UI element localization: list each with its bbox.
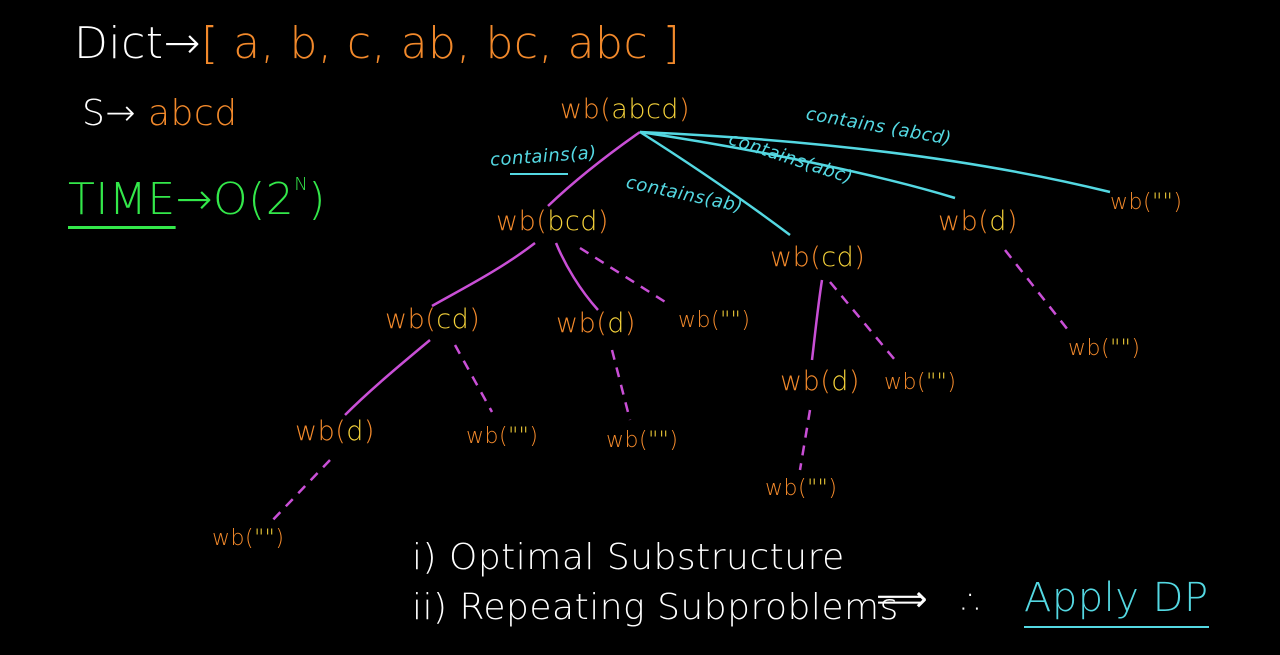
edge-dright-empty [1004, 249, 1069, 331]
edge-bcd-cdleft [431, 242, 536, 308]
node-fn: wb [780, 366, 821, 397]
node-fn: wb [1110, 190, 1143, 215]
time-complexity-base: O(2 [213, 174, 295, 225]
node-wb-empty-dcdright: wb("") [765, 476, 838, 501]
node-wb-empty-dleft: wb("") [212, 526, 285, 551]
dict-definition: Dict→[ a, b, c, ab, bc, abc ] [74, 22, 680, 66]
node-wb-empty-cdleft: wb("") [466, 424, 539, 449]
node-arg: "" [508, 424, 530, 449]
node-wb-cd-left: wb(cd) [385, 304, 481, 335]
therefore-symbol: ∴ [962, 582, 986, 623]
edge-root-empty [639, 130, 1111, 194]
property-optimal-substructure: i) Optimal Substructure [412, 537, 845, 578]
s-arrow: → [105, 93, 137, 134]
node-arg: abcd [611, 94, 679, 125]
node-arg: "" [1152, 190, 1174, 215]
edge-bcd-dmid [554, 242, 599, 311]
node-wb-bcd: wb(bcd) [496, 206, 609, 237]
node-arg: d [607, 308, 625, 339]
node-fn: wb [770, 242, 811, 273]
dict-arrow: → [163, 18, 201, 69]
edge-dmid-empty [610, 349, 632, 421]
node-wb-empty-dmid: wb("") [606, 428, 679, 453]
node-wb-d-left: wb(d) [295, 416, 375, 447]
time-complexity: TIME→O(2N) [68, 176, 326, 222]
edge-bcd-empty [579, 246, 671, 307]
node-wb-empty-root: wb("") [1110, 190, 1183, 215]
node-arg: "" [720, 308, 742, 333]
edge-dleft-empty [267, 459, 331, 526]
node-fn: wb [560, 94, 601, 125]
node-fn: wb [385, 304, 426, 335]
node-fn: wb [678, 308, 711, 333]
string-definition: S→ abcd [82, 96, 238, 132]
property-repeating-subproblems: ii) Repeating Subproblems [412, 587, 899, 628]
node-fn: wb [556, 308, 597, 339]
edge-root-cdright [639, 130, 791, 237]
node-fn: wb [496, 206, 537, 237]
node-wb-empty-cdright: wb("") [884, 370, 957, 395]
node-fn: wb [295, 416, 336, 447]
edge-root-bcd [547, 130, 641, 207]
node-arg: d [831, 366, 849, 397]
time-exponent: N [294, 174, 309, 195]
edge-root-dright [639, 130, 956, 200]
node-fn: wb [466, 424, 499, 449]
node-wb-abcd: wb(abcd) [560, 94, 690, 125]
edge-cdright-empty [829, 281, 896, 361]
node-wb-d-right: wb(d) [938, 206, 1018, 237]
edge-cdright-dcdright [810, 279, 824, 361]
s-label: S [82, 93, 106, 134]
node-wb-empty-bcd: wb("") [678, 308, 751, 333]
node-wb-cd-right: wb(cd) [770, 242, 866, 273]
time-close: ) [308, 174, 326, 225]
s-value: abcd [147, 93, 238, 134]
edge-cdleft-dleft [344, 339, 431, 416]
node-fn: wb [884, 370, 917, 395]
apply-dp-conclusion: Apply DP [1024, 578, 1209, 628]
node-arg: "" [807, 476, 829, 501]
time-arrow: → [175, 174, 213, 225]
dict-label: Dict [74, 18, 164, 69]
edge-dcdright-empty [798, 409, 812, 471]
time-label: TIME [68, 174, 176, 225]
node-arg: bcd [547, 206, 598, 237]
node-arg: "" [926, 370, 948, 395]
node-fn: wb [606, 428, 639, 453]
node-arg: d [346, 416, 364, 447]
edge-cdleft-empty [453, 344, 494, 413]
node-fn: wb [212, 526, 245, 551]
node-fn: wb [765, 476, 798, 501]
node-wb-empty-dright: wb("") [1068, 336, 1141, 361]
node-arg: cd [821, 242, 855, 273]
node-fn: wb [938, 206, 979, 237]
node-wb-d-cdright: wb(d) [780, 366, 860, 397]
implies-arrow: ⟹ [876, 579, 929, 620]
node-wb-d-mid: wb(d) [556, 308, 636, 339]
dict-list: [ a, b, c, ab, bc, abc ] [200, 18, 681, 69]
node-fn: wb [1068, 336, 1101, 361]
node-arg: d [989, 206, 1007, 237]
node-arg: "" [254, 526, 276, 551]
node-arg: "" [1110, 336, 1132, 361]
node-arg: "" [648, 428, 670, 453]
node-arg: cd [436, 304, 470, 335]
